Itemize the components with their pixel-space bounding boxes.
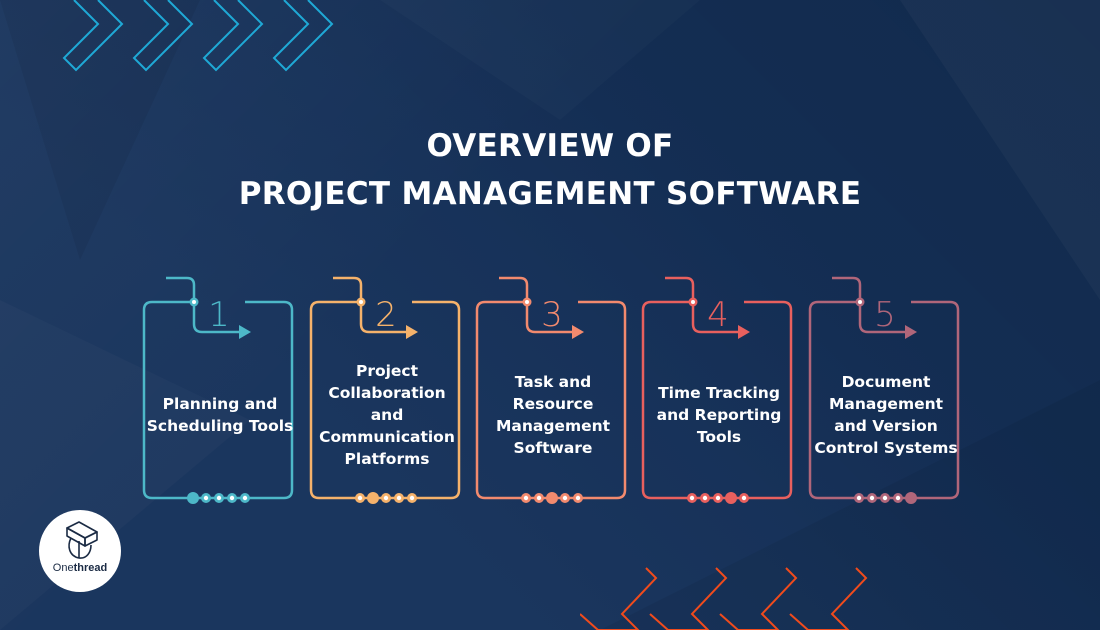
double-chevron-right-icon (202, 0, 264, 72)
step-card-5: 5 Document Management and Version Contro… (799, 270, 969, 510)
double-chevron-right-icon (272, 0, 334, 72)
step-card-2: 2 Project Collaboration and Communicatio… (300, 270, 470, 510)
step-card-4: 4 Time Tracking and Reporting Tools (632, 270, 802, 510)
onethread-logo: Onethread (39, 510, 121, 592)
step-number: 4 (707, 295, 729, 335)
arrow-icon (905, 325, 917, 339)
double-chevron-left-icon (789, 567, 868, 630)
step-number: 5 (874, 295, 896, 335)
arrow-icon (572, 325, 584, 339)
step-label: Task and Resource Management Software (495, 373, 611, 457)
step-frame (309, 276, 461, 504)
logo-wordmark: Onethread (39, 562, 121, 574)
step-number: 2 (375, 295, 397, 335)
logo-text-light: One (52, 562, 74, 574)
double-chevron-right-icon (62, 0, 124, 72)
double-chevron-left-icon (719, 567, 798, 630)
step-number: 3 (541, 295, 563, 335)
step-frame (641, 276, 793, 504)
step-card-1: 1 Planning and Scheduling Tools (133, 270, 303, 510)
double-chevron-right-icon (132, 0, 194, 72)
bottom-chevrons-decoration (580, 567, 868, 630)
step-card-3: 3 Task and Resource Management Software (466, 270, 636, 510)
double-chevron-left-icon (649, 567, 728, 630)
step-frame (142, 276, 294, 504)
logo-text-bold: thread (73, 562, 108, 574)
page-title-line-2: PROJECT MANAGEMENT SOFTWARE (238, 176, 862, 212)
step-label: Document Management and Version Control … (814, 373, 958, 457)
step-label: Time Tracking and Reporting Tools (656, 384, 782, 446)
step-label: Planning and Scheduling Tools (146, 395, 294, 435)
step-frame (808, 276, 960, 504)
step-frame (475, 276, 627, 504)
arrow-icon (239, 325, 251, 339)
double-chevron-left-icon (580, 567, 658, 630)
onethread-logo-icon (66, 521, 98, 559)
page-title-line-1: OVERVIEW OF (426, 128, 674, 164)
arrow-icon (406, 325, 418, 339)
step-label: Project Collaboration and Communication … (319, 362, 455, 468)
top-chevrons-decoration (62, 0, 334, 72)
step-number: 1 (208, 295, 230, 335)
arrow-icon (738, 325, 750, 339)
